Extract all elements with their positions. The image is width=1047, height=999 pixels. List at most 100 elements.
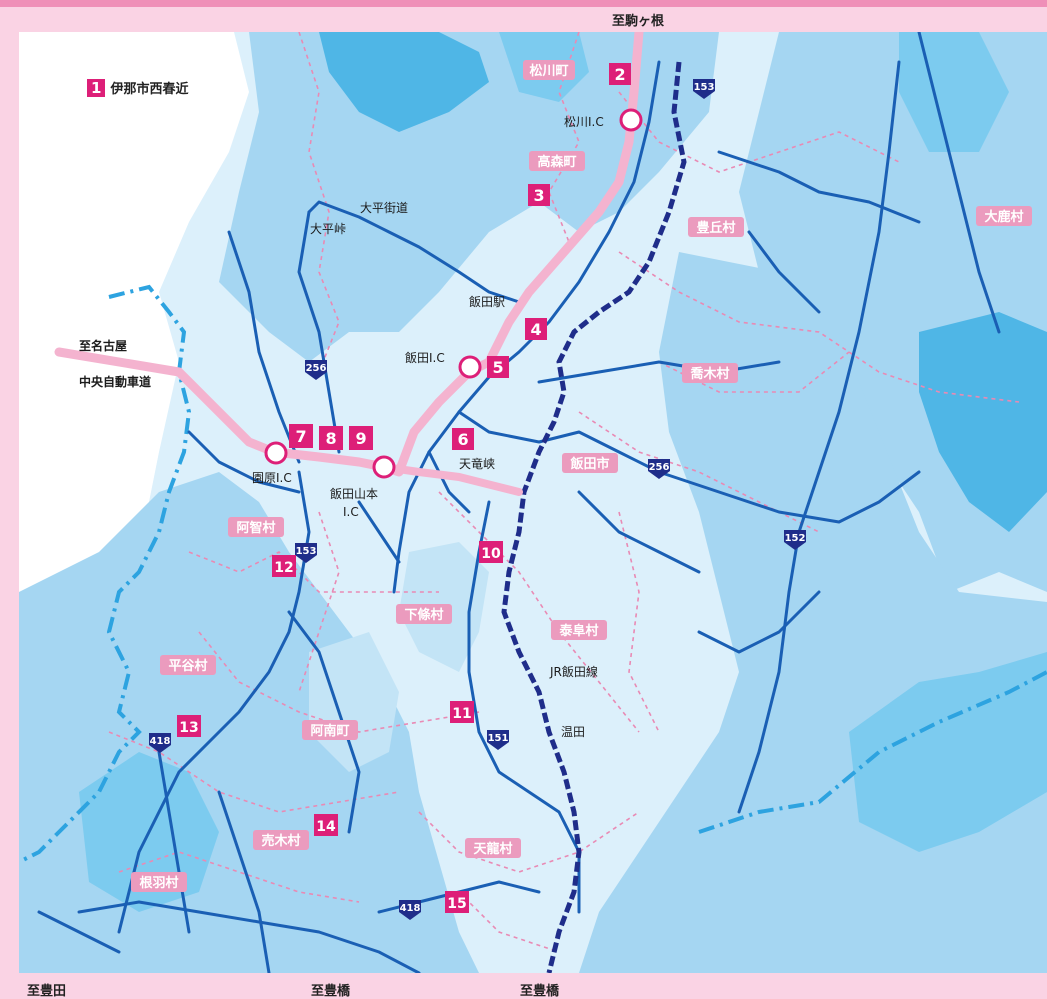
iida-ic-marker [458, 355, 482, 379]
municipality-label: 平谷村 [160, 655, 216, 675]
svg-text:10: 10 [481, 546, 501, 562]
nuketa-label: 温田 [561, 725, 585, 739]
svg-text:6: 6 [457, 430, 468, 449]
svg-text:根羽村: 根羽村 [139, 875, 178, 891]
frame-top-bar [0, 0, 1047, 7]
svg-text:418: 418 [400, 903, 421, 914]
route-418-shield: 418 [149, 733, 171, 753]
svg-text:5: 5 [492, 358, 503, 377]
location-marker: 13 [177, 715, 201, 737]
municipality-label: 飯田市 [562, 453, 618, 473]
svg-text:153: 153 [296, 546, 317, 557]
svg-text:豊丘村: 豊丘村 [696, 220, 735, 236]
matsukawa-ic-label: 松川I.C [564, 115, 604, 129]
map-legend: 1 伊那市西春近 [87, 78, 188, 97]
municipality-label: 天龍村 [465, 838, 521, 858]
route-153-shield: 153 [295, 543, 317, 563]
route-256-shield: 256 [305, 360, 327, 380]
svg-text:喬木村: 喬木村 [689, 366, 729, 382]
sonohara-ic-label: 園原I.C [252, 471, 292, 485]
route-153-shield: 153 [693, 79, 715, 99]
route-151-shield: 151 [487, 730, 509, 750]
municipality-label: 阿南町 [302, 720, 358, 740]
location-marker: 2 [609, 63, 631, 85]
svg-text:9: 9 [355, 429, 366, 448]
location-marker: 9 [349, 426, 373, 450]
location-marker: 10 [479, 541, 503, 563]
location-marker: 8 [319, 426, 343, 450]
iida-yamamoto-ic-marker [372, 455, 396, 479]
svg-text:15: 15 [447, 896, 466, 912]
municipality-label: 泰阜村 [551, 620, 607, 640]
iida-station-label: 飯田駅 [469, 294, 505, 309]
to-toyohashi-label-2: 至豊橋 [520, 984, 560, 999]
svg-text:大鹿村: 大鹿村 [984, 209, 1023, 225]
to-toyohashi-label: 至豊橋 [311, 984, 351, 999]
route-shields: 153 256 256 153 152 151 418 418 [149, 79, 806, 920]
expressway-branch [380, 463, 523, 496]
svg-text:151: 151 [488, 733, 509, 744]
prefecture-boundary-south [698, 670, 1047, 834]
ridge-east [919, 312, 1047, 532]
iida-yamamoto-ic-label-2: I.C [343, 505, 359, 519]
matsukawa-ic-marker [619, 108, 643, 132]
svg-text:11: 11 [452, 706, 471, 722]
municipality-label: 大鹿村 [976, 206, 1032, 226]
svg-text:14: 14 [316, 819, 336, 835]
to-nagoya-label: 至名古屋 [79, 338, 127, 353]
location-marker: 5 [487, 356, 509, 378]
svg-text:7: 7 [295, 427, 306, 446]
ohira-toge-label: 大平峠 [310, 221, 346, 236]
location-marker: 4 [525, 318, 547, 340]
municipality-label: 下條村 [396, 604, 452, 624]
chuo-expressway [54, 32, 644, 477]
prefecture-boundary [19, 284, 192, 864]
route-256-shield: 256 [648, 459, 670, 479]
municipality-label: 松川町 [523, 60, 575, 80]
svg-text:売木村: 売木村 [261, 833, 300, 849]
svg-text:153: 153 [694, 82, 715, 93]
terrain-north [219, 32, 719, 362]
numbered-markers: 2 3 4 5 6 7 8 9 10 11 12 13 14 15 [177, 63, 631, 913]
svg-text:152: 152 [785, 533, 806, 544]
tenryukyo-label: 天竜峡 [459, 457, 495, 471]
svg-text:高森町: 高森町 [537, 154, 576, 170]
location-marker: 11 [450, 701, 474, 723]
location-marker: 14 [314, 814, 338, 836]
map-svg: 153 256 256 153 152 151 418 418 松川町 高森町 … [19, 32, 1047, 973]
svg-text:平谷村: 平谷村 [168, 658, 207, 674]
legend-label: 伊那市西春近 [110, 82, 189, 97]
ridge-southeast [849, 652, 1047, 852]
location-marker: 12 [272, 555, 296, 577]
route-418-shield: 418 [399, 900, 421, 920]
iida-yamamoto-ic-label: 飯田山本 [330, 486, 378, 501]
iida-ic-label: 飯田I.C [405, 350, 445, 365]
expressway-label: 中央自動車道 [79, 374, 151, 389]
legend-marker: 1 [87, 78, 106, 97]
location-marker: 3 [528, 184, 550, 206]
svg-text:阿南町: 阿南町 [310, 723, 349, 739]
svg-text:418: 418 [150, 736, 171, 747]
svg-text:飯田市: 飯田市 [569, 456, 609, 472]
svg-text:12: 12 [274, 560, 293, 576]
svg-text:阿智村: 阿智村 [236, 520, 275, 536]
svg-text:13: 13 [179, 720, 198, 736]
jr-iida-line [501, 61, 687, 973]
municipality-label: 阿智村 [228, 517, 284, 537]
municipality-label: 高森町 [529, 151, 585, 171]
svg-text:下條村: 下條村 [404, 607, 443, 623]
svg-text:8: 8 [325, 429, 336, 448]
svg-text:4: 4 [530, 320, 541, 339]
svg-text:256: 256 [649, 462, 670, 473]
to-toyota-label: 至豊田 [27, 984, 67, 999]
svg-text:松川町: 松川町 [529, 63, 568, 79]
location-marker: 15 [445, 891, 469, 913]
municipality-label: 豊丘村 [688, 217, 744, 237]
municipality-label: 喬木村 [682, 363, 738, 383]
municipality-label: 売木村 [253, 830, 309, 850]
sonohara-ic-marker [264, 441, 288, 465]
svg-text:2: 2 [614, 65, 625, 84]
ohira-kaido-label: 大平街道 [360, 201, 408, 215]
svg-text:泰阜村: 泰阜村 [558, 623, 598, 639]
